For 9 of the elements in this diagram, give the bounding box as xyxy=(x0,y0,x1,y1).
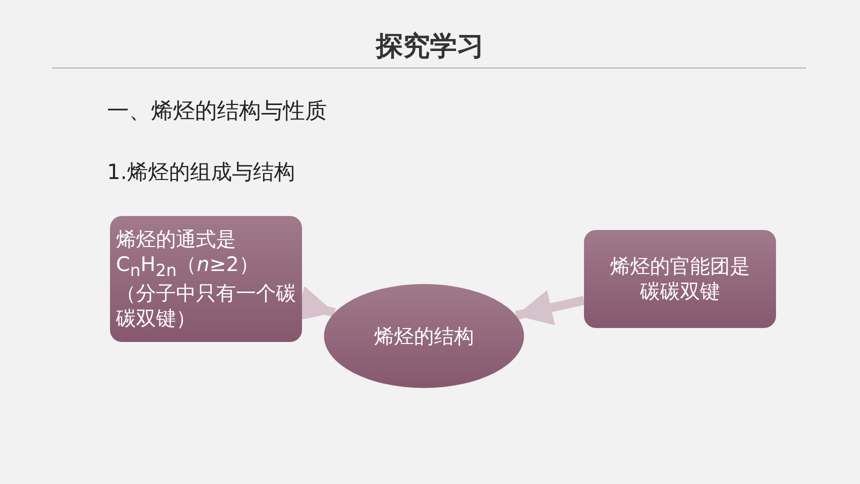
text-box xyxy=(110,216,302,342)
heading-text: 一、烯烃的结构与性质 xyxy=(107,98,327,126)
node-text: 烯烃的通式是C$_{n}$H$_{2n}$（n≥2）（分子中只有一个碳碳双键） xyxy=(116,226,296,332)
node-text: 烯烃的结构 xyxy=(374,324,474,348)
text-box xyxy=(584,230,776,328)
heading-text: 1.烯烃的组成与结构 xyxy=(107,159,296,186)
arrow xyxy=(514,290,585,326)
title: 探究学习 xyxy=(374,30,485,64)
node-text: 烯烃的官能团是碳碳双键 xyxy=(609,254,751,304)
